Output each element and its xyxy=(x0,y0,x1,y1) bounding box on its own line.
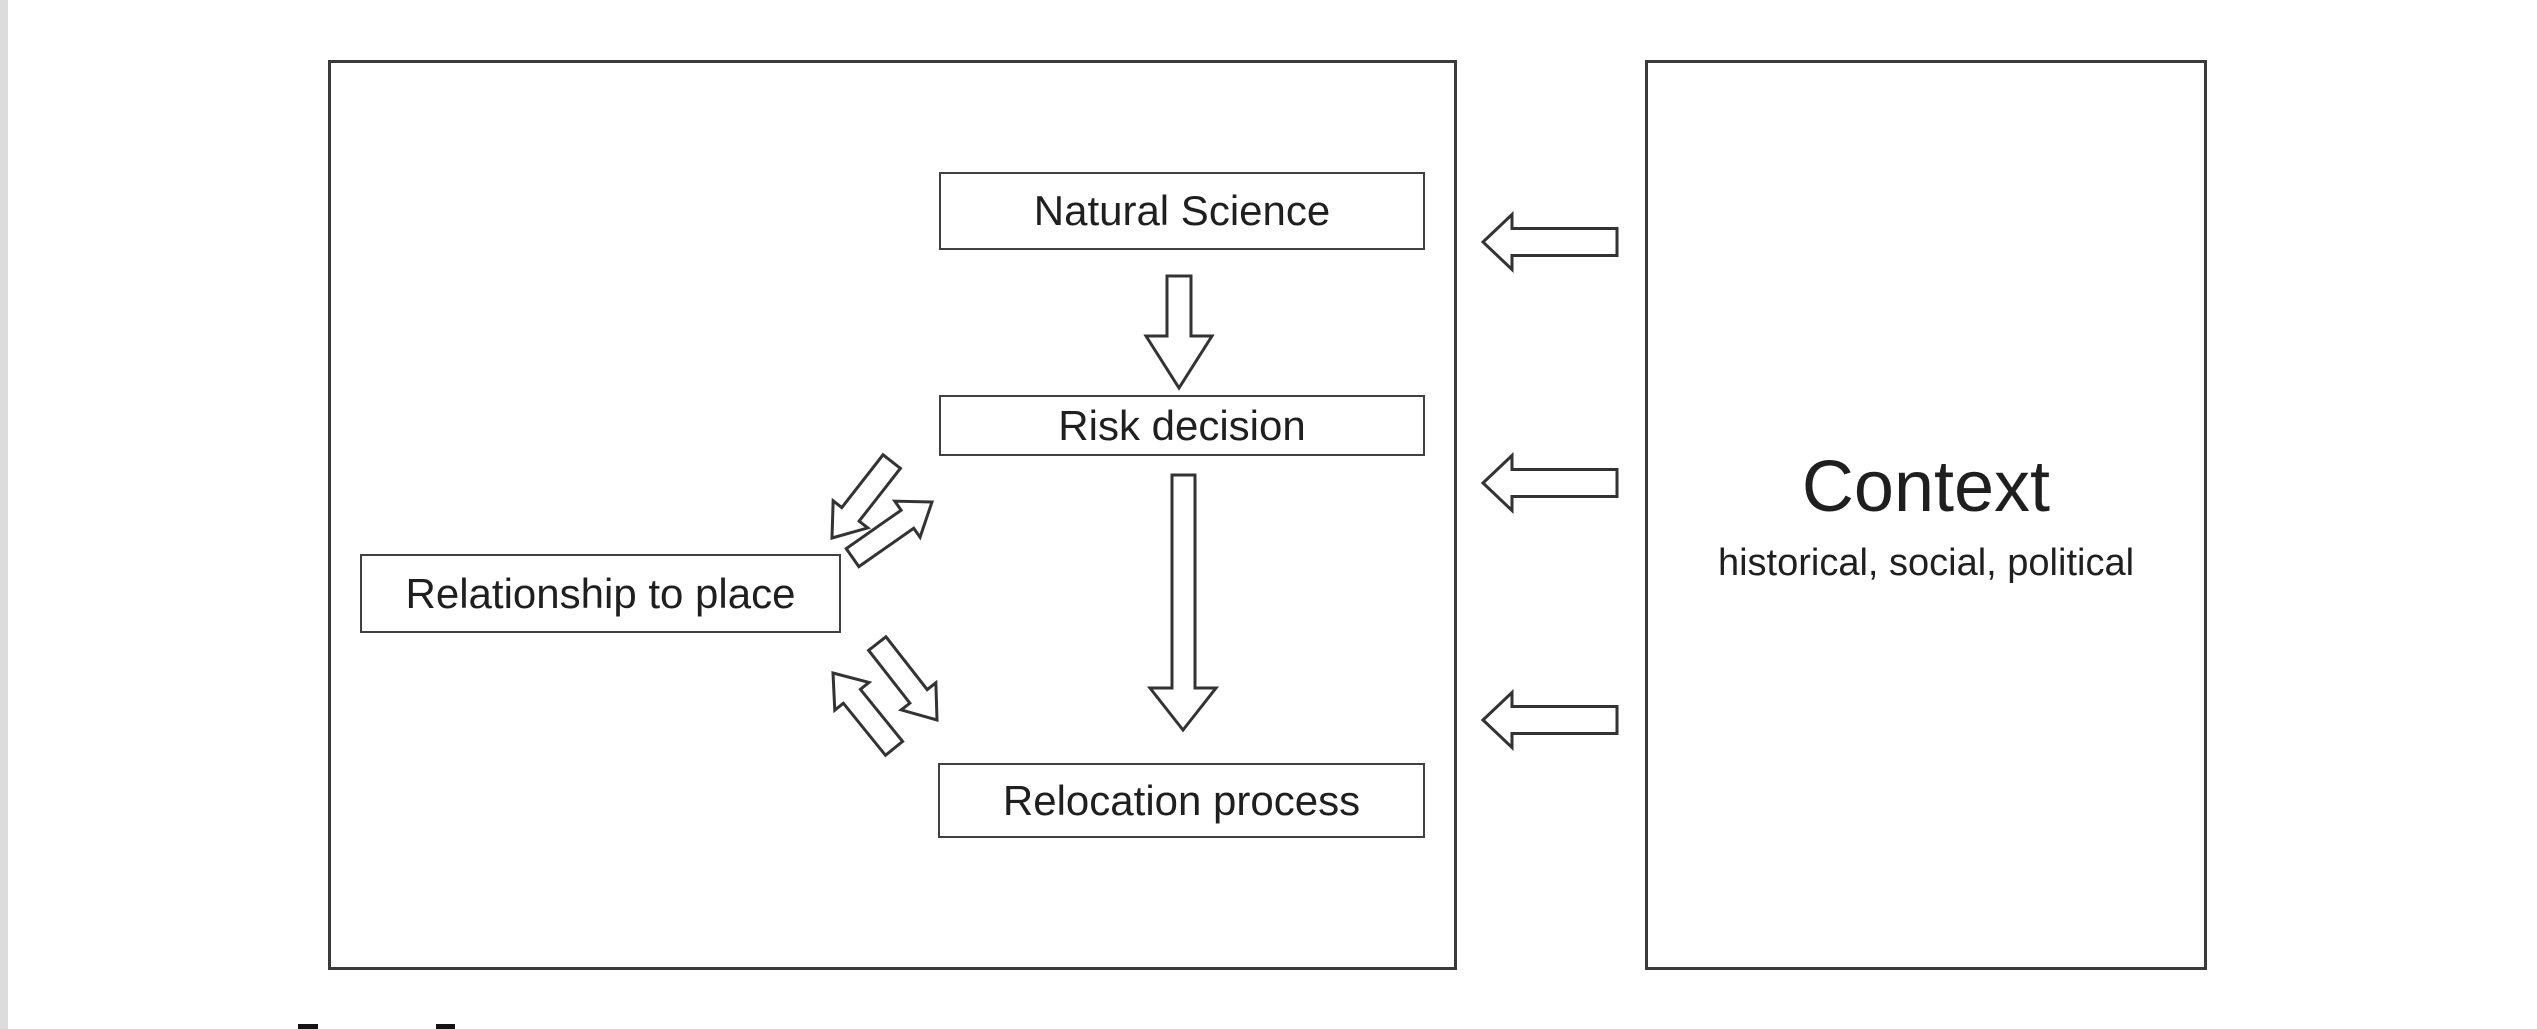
context-title: Context xyxy=(1801,447,2051,527)
left-arrow-context-bottom xyxy=(1480,689,1619,751)
cropped-caption-fragment xyxy=(298,1024,318,1029)
node-relocation-process: Relocation process xyxy=(938,763,1425,838)
node-relationship-to-place: Relationship to place xyxy=(360,554,841,633)
cropped-caption-fragment xyxy=(436,1024,455,1029)
context-panel-box: Context historical, social, political xyxy=(1645,60,2207,970)
context-text-block: Context historical, social, political xyxy=(1648,446,2204,588)
page-edge-strip xyxy=(0,0,8,1029)
context-subtitle: historical, social, political xyxy=(1717,541,2135,584)
node-natural-science-label: Natural Science xyxy=(1033,187,1331,234)
left-arrow-context-top xyxy=(1480,211,1619,273)
node-relocation-process-label: Relocation process xyxy=(1002,776,1361,824)
node-natural-science: Natural Science xyxy=(939,172,1425,250)
node-relationship-to-place-label: Relationship to place xyxy=(405,569,796,617)
node-risk-decision: Risk decision xyxy=(939,395,1425,456)
left-arrow-context-middle xyxy=(1480,452,1619,514)
node-risk-decision-label: Risk decision xyxy=(1058,401,1306,449)
